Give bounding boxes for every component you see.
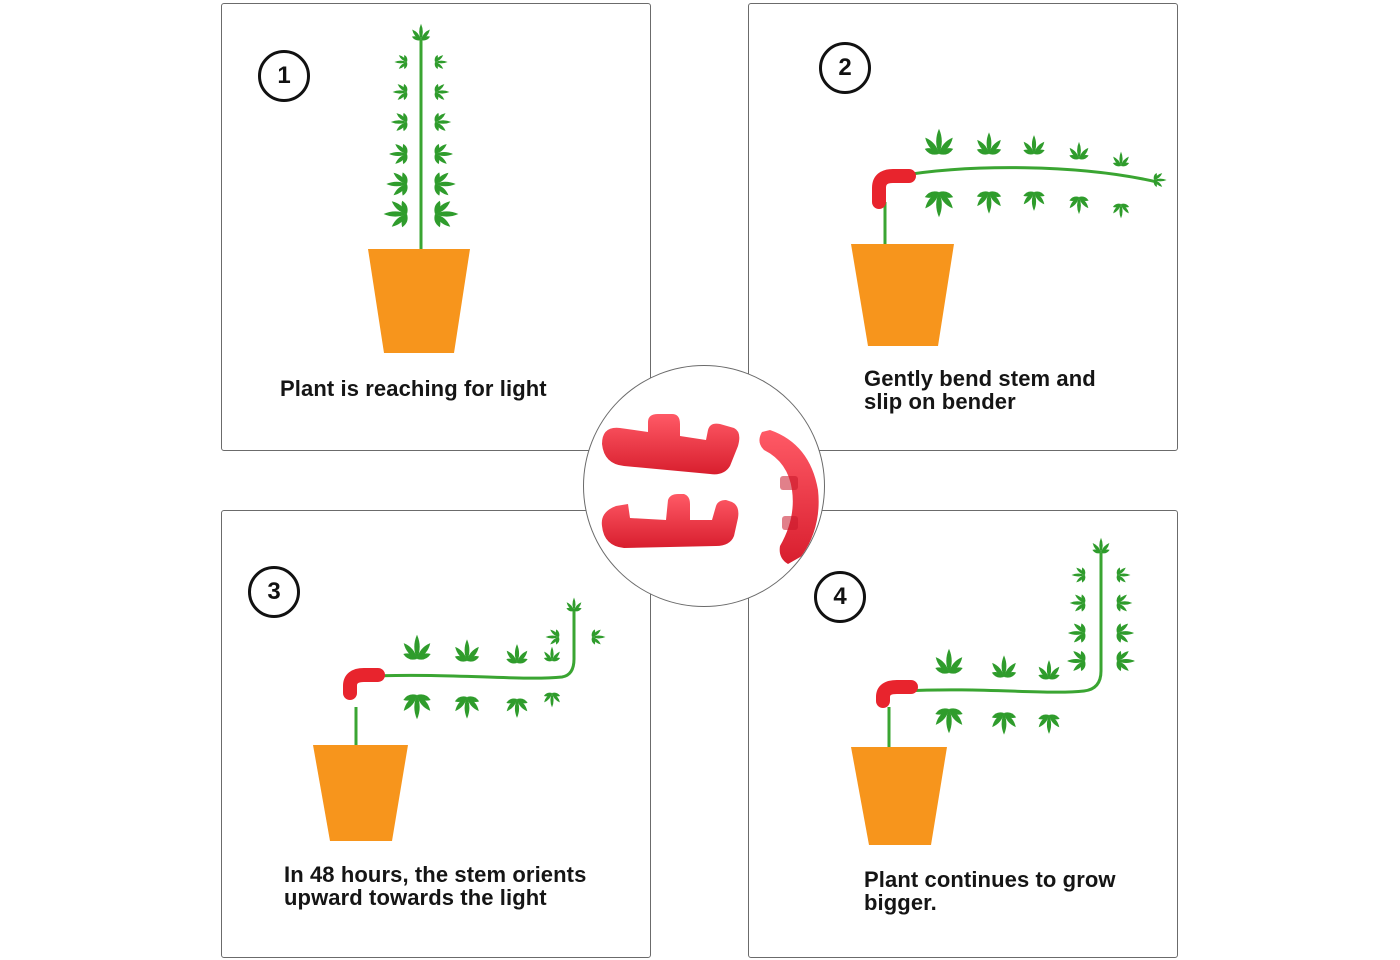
leaf-icon xyxy=(1067,623,1086,643)
leaf-icon xyxy=(403,694,431,720)
leaf-icon xyxy=(924,128,954,155)
leaf-icon xyxy=(389,143,408,165)
step-panel-3: 3 In 48 hours, the stem orients upward t… xyxy=(221,510,651,958)
upright-plant-illustration xyxy=(368,23,470,353)
leaf-icon xyxy=(434,143,453,165)
bent-plant-illustration xyxy=(851,128,1167,346)
leaf-icon xyxy=(976,132,1002,155)
leaf-icon xyxy=(1069,196,1089,215)
leaf-icon xyxy=(1116,594,1133,612)
leaf-icon xyxy=(434,54,448,70)
bender-clips-icon xyxy=(601,414,819,564)
caption-line: Plant continues to grow xyxy=(864,867,1116,892)
grown-plant-illustration xyxy=(851,537,1135,845)
leaf-group xyxy=(935,537,1135,735)
leaf-icon xyxy=(1071,567,1086,583)
reorienting-plant-illustration xyxy=(313,597,606,841)
leaf-icon xyxy=(976,191,1002,214)
caption-line: slip on bender xyxy=(864,389,1016,414)
caption-line: bigger. xyxy=(864,890,937,915)
step-number-badge: 3 xyxy=(248,566,300,618)
leaf-icon xyxy=(392,83,408,101)
leaf-icon xyxy=(1153,172,1167,188)
caption-line: Gently bend stem and xyxy=(864,366,1096,391)
leaf-icon xyxy=(1112,151,1130,167)
bender-clip-icon xyxy=(876,680,918,708)
step-caption: In 48 hours, the stem orients upward tow… xyxy=(284,863,586,909)
leaf-icon xyxy=(924,191,954,218)
leaf-icon xyxy=(386,172,408,196)
leaf-icon xyxy=(1067,650,1086,672)
step-panel-2: 2 Gently bend stem and slip on bender xyxy=(748,3,1178,451)
bender-clip-icon xyxy=(343,668,385,700)
step-number-badge: 4 xyxy=(814,571,866,623)
leaf-icon xyxy=(454,696,480,719)
step-panel-4: 4 Plant continues to grow bigger. xyxy=(748,510,1178,958)
leaf-icon xyxy=(506,698,528,718)
bender-clip-icon xyxy=(872,169,916,209)
pot-icon xyxy=(368,249,470,353)
leaf-icon xyxy=(1023,191,1045,211)
bender-product-image xyxy=(583,365,825,607)
leaf-group xyxy=(403,597,606,720)
leaf-icon xyxy=(566,597,582,612)
leaf-group xyxy=(383,23,459,228)
pot-icon xyxy=(851,244,954,346)
leaf-icon xyxy=(383,200,408,228)
leaf-icon xyxy=(1069,594,1086,612)
leaf-icon xyxy=(1116,567,1131,583)
leaf-icon xyxy=(506,644,528,664)
leaf-icon xyxy=(1023,135,1045,155)
leaf-icon xyxy=(545,629,560,645)
leaf-icon xyxy=(991,712,1017,735)
leaf-icon xyxy=(1092,537,1110,554)
step-number-badge: 2 xyxy=(819,42,871,94)
leaf-icon xyxy=(1112,203,1130,219)
plant-stem xyxy=(354,609,576,745)
step-number-badge: 1 xyxy=(258,50,310,102)
leaf-icon xyxy=(543,692,561,708)
leaf-icon xyxy=(454,639,480,662)
leaf-icon xyxy=(403,634,431,660)
plant-stem xyxy=(883,166,1158,244)
caption-line: In 48 hours, the stem orients xyxy=(284,862,587,887)
caption-line: upward towards the light xyxy=(284,885,547,910)
leaf-icon xyxy=(1069,141,1089,160)
pot-icon xyxy=(851,747,947,845)
leaf-icon xyxy=(394,54,408,70)
leaf-icon xyxy=(411,23,431,41)
leaf-icon xyxy=(434,172,456,196)
leaf-icon xyxy=(1038,660,1060,680)
leaf-icon xyxy=(434,200,459,228)
leaf-icon xyxy=(935,708,963,734)
leaf-icon xyxy=(390,112,408,132)
plant-stem xyxy=(887,553,1103,747)
leaf-icon xyxy=(591,629,606,645)
step-caption: Gently bend stem and slip on bender xyxy=(864,367,1096,413)
leaf-group xyxy=(924,128,1167,219)
leaf-icon xyxy=(935,648,963,674)
leaf-icon xyxy=(543,646,561,662)
step-caption: Plant continues to grow bigger. xyxy=(864,868,1116,914)
leaf-icon xyxy=(434,83,450,101)
caption-line: Plant is reaching for light xyxy=(280,376,547,401)
leaf-icon xyxy=(1038,714,1060,734)
leaf-icon xyxy=(434,112,452,132)
leaf-icon xyxy=(1116,623,1135,643)
pot-icon xyxy=(313,745,408,841)
leaf-icon xyxy=(1116,650,1135,672)
step-panel-1: 1 Plant is reaching for light xyxy=(221,3,651,451)
step-caption: Plant is reaching for light xyxy=(280,377,547,400)
leaf-icon xyxy=(991,655,1017,678)
